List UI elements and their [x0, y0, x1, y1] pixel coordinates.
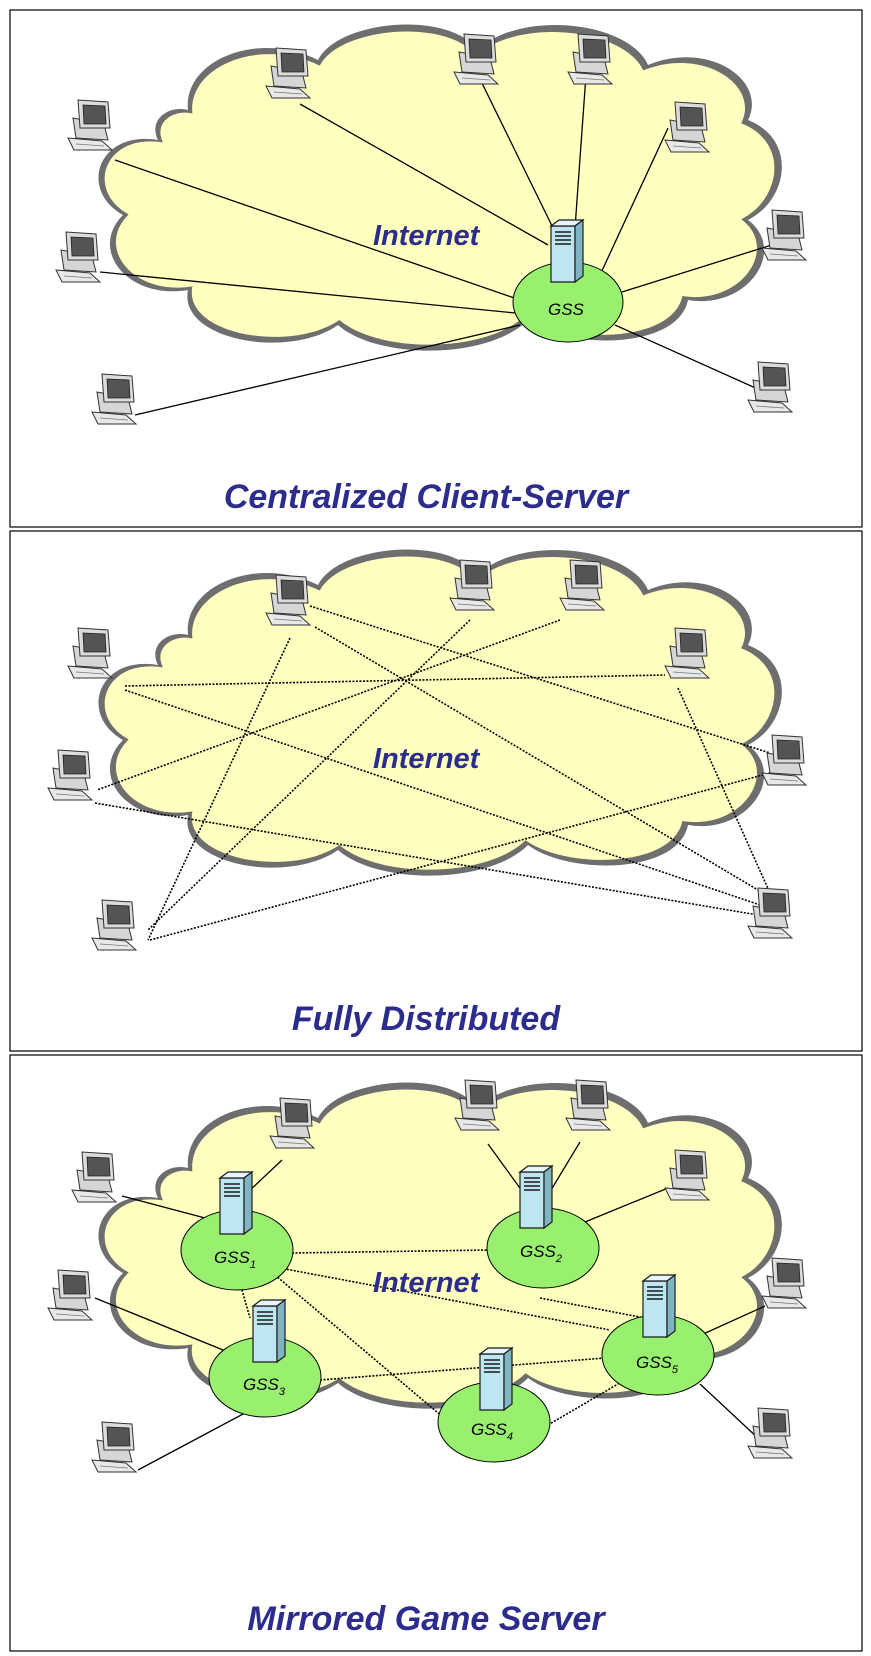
gss-label: GSS3 [243, 1375, 286, 1398]
panel-centralized: GSS Internet Centralized Client-Server [9, 9, 863, 528]
internet-cloud [98, 549, 782, 876]
internet-cloud [98, 24, 782, 351]
server-links [239, 1249, 646, 1441]
panel-title: Mirrored Game Server [247, 1600, 606, 1638]
internet-label: Internet [373, 220, 481, 252]
gss-node-3[interactable]: GSS3 [208, 1299, 322, 1418]
gss-label: GSS [548, 300, 585, 319]
gss-node-2[interactable]: GSS2 [486, 1165, 600, 1289]
gss-node-5[interactable]: GSS5 [601, 1274, 715, 1396]
gss-node-1[interactable]: GSS1 [180, 1171, 294, 1291]
server-icon [252, 1299, 286, 1363]
gss-label: GSS5 [636, 1353, 679, 1376]
server-icon [519, 1165, 553, 1229]
internet-label: Internet [373, 743, 481, 775]
server-icon [642, 1274, 676, 1338]
panel-title: Centralized Client-Server [224, 478, 630, 516]
panel-fully-distributed: Internet Fully Distributed [9, 530, 863, 1052]
client-links [99, 74, 779, 416]
panel-title: Fully Distributed [292, 1000, 561, 1038]
gss-node[interactable]: GSS [512, 219, 624, 343]
gss-label: GSS4 [471, 1420, 513, 1443]
server-icon [219, 1171, 253, 1235]
internet-label: Internet [373, 1267, 481, 1299]
gss-label: GSS2 [520, 1242, 562, 1265]
server-icon [479, 1347, 513, 1411]
gss-node-4[interactable]: GSS4 [437, 1347, 551, 1463]
server-icon [550, 219, 584, 283]
gss-label: GSS1 [214, 1248, 256, 1271]
peer-links [94, 605, 771, 941]
panel-mirrored: GSS1 GSS2 GSS3 GSS4 GSS5 [9, 1054, 863, 1652]
